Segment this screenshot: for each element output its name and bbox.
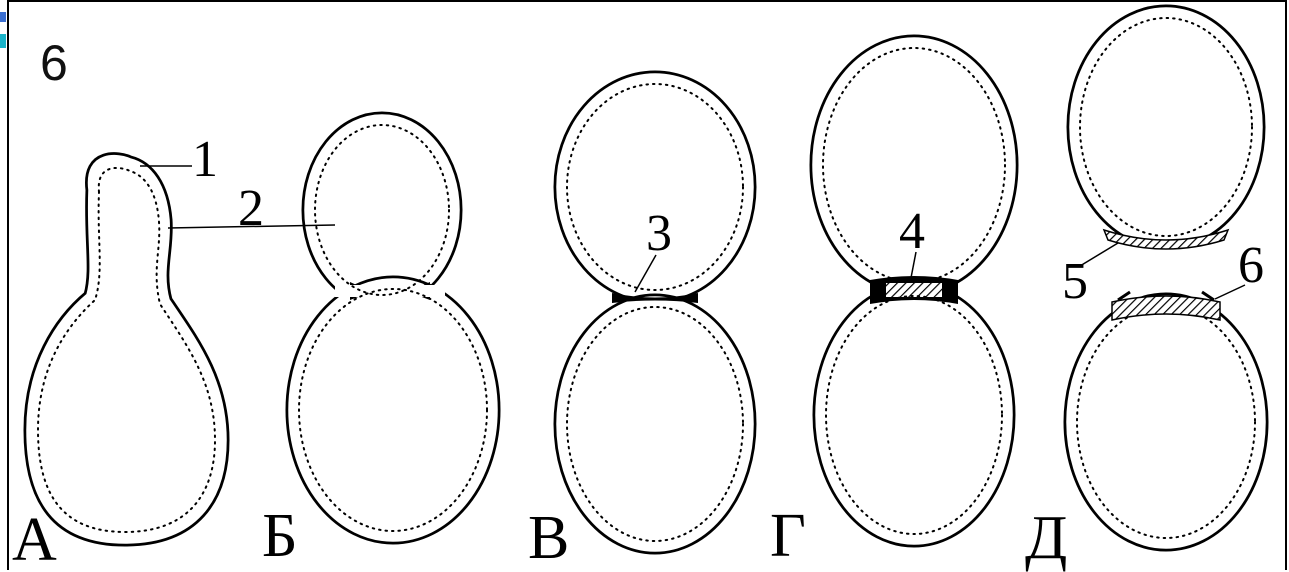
stage-a-wall-inner	[28, 157, 225, 542]
part-number-6: 6	[1238, 237, 1264, 294]
stage-g-septum-hatch	[886, 283, 942, 297]
part-number-3: 3	[646, 205, 672, 262]
stage-a-cell	[28, 157, 225, 542]
stage-letter-b: Б	[262, 502, 298, 570]
stage-letter-g: Г	[770, 502, 806, 570]
stage-g-cell	[814, 39, 1014, 543]
part-number-5: 5	[1062, 253, 1088, 310]
stage-b-cell	[290, 116, 496, 540]
stage-d-cells	[1068, 9, 1264, 547]
stage-letter-d: Д	[1025, 504, 1067, 572]
stage-letter-v: В	[528, 504, 569, 572]
part-number-4: 4	[899, 203, 925, 260]
stage-b-mother-inner	[290, 280, 496, 540]
stage-v-cell	[558, 75, 752, 550]
part-number-2: 2	[238, 180, 264, 237]
part-number-1: 1	[192, 131, 218, 188]
stage-b-bud-inner	[306, 116, 458, 304]
stage-letter-a: А	[12, 506, 57, 572]
